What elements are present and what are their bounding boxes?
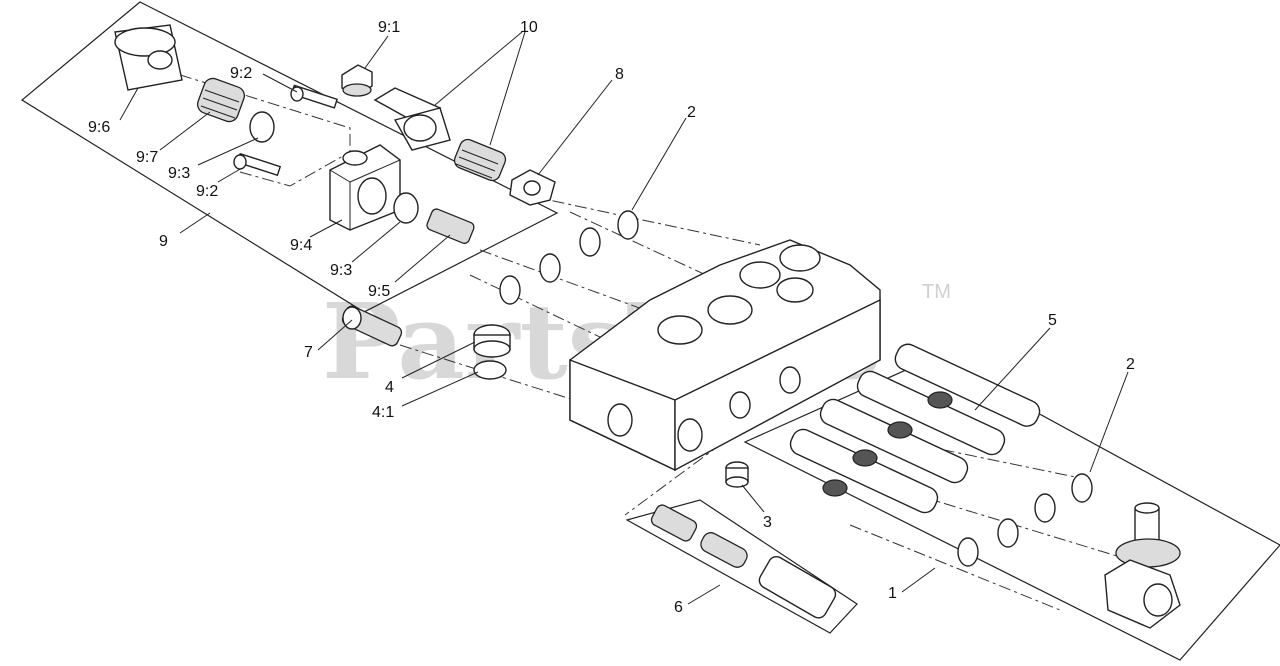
control-handle-1 [1104, 502, 1181, 629]
callout-2-top: 2 [687, 104, 696, 121]
callout-9-2-low: 9:2 [196, 183, 218, 200]
callout-3: 3 [763, 514, 772, 531]
housing-10 [373, 87, 451, 151]
o-ring-9-3-lower [393, 192, 419, 224]
assembly-6-parts [650, 504, 837, 619]
callout-9-3-left: 9:3 [168, 165, 190, 182]
callout-9-5: 9:5 [368, 283, 390, 300]
plug-4 [473, 324, 511, 358]
o-ring-2-g [997, 518, 1019, 548]
callout-5: 5 [1048, 312, 1057, 329]
o-ring-2-f [1034, 493, 1056, 523]
plug-3 [725, 461, 749, 488]
callout-9-4: 9:4 [290, 237, 312, 254]
callout-4: 4 [385, 379, 394, 396]
plug-9-1 [341, 64, 373, 97]
o-ring-2-d [499, 275, 521, 305]
o-ring-9-3-upper [249, 111, 275, 143]
watermark-trademark: TM [922, 281, 951, 303]
gasket-8 [509, 169, 556, 206]
cartridge-9-5 [426, 208, 475, 244]
callout-2-right: 2 [1126, 356, 1135, 373]
leader-lines [119, 31, 1129, 605]
callout-labels: 9:1 10 8 2 9:2 9:6 9:7 9:3 9:2 9 9:4 9:3… [88, 19, 1135, 616]
relief-valve-cover-9-6 [114, 24, 183, 91]
callout-9-3-low: 9:3 [330, 262, 352, 279]
frame-assembly-6 [625, 499, 858, 634]
o-ring-2-a [617, 210, 639, 240]
callout-10: 10 [520, 19, 538, 36]
spring-10 [453, 138, 507, 182]
callout-6: 6 [674, 599, 683, 616]
callout-7: 7 [304, 344, 313, 361]
o-ring-2-b [579, 227, 601, 257]
bolt-9-2-lower [233, 152, 282, 177]
callout-9-6: 9:6 [88, 119, 110, 136]
callout-1: 1 [888, 585, 897, 602]
callout-9-2-top: 9:2 [230, 65, 252, 82]
spools-5 [789, 343, 1041, 514]
callout-4-1: 4:1 [372, 404, 394, 421]
callout-8: 8 [615, 66, 624, 83]
callout-9-1: 9:1 [378, 19, 400, 36]
callout-9: 9 [159, 233, 168, 250]
o-ring-2-e [1071, 473, 1093, 503]
valve-block-9-4 [329, 144, 401, 231]
valve-body [569, 239, 881, 472]
o-ring-4-1 [473, 360, 507, 380]
callout-9-7: 9:7 [136, 149, 158, 166]
spring-9-7 [196, 77, 246, 123]
o-ring-2-h [957, 537, 979, 567]
bolt-9-2-upper [290, 84, 338, 109]
o-ring-2-c [539, 253, 561, 283]
